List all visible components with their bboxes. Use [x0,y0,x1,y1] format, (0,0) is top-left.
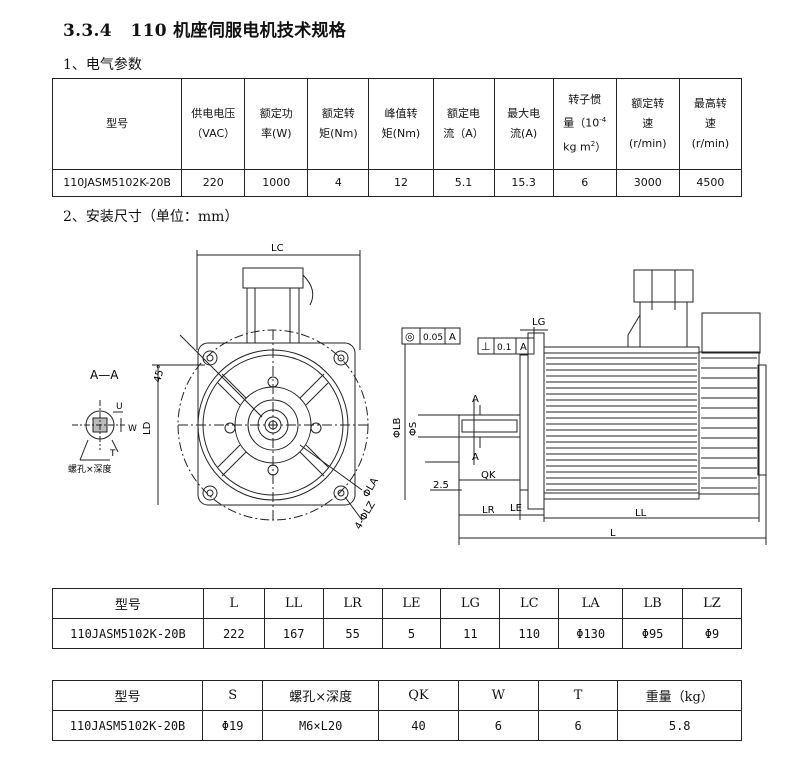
label-2-5: 2.5 [433,480,449,491]
label-l: L [610,528,616,539]
section-number: 3.3.4 [63,21,112,41]
header-cell: T [537,680,619,711]
label-hole-note: 螺孔×深度 [68,463,112,475]
table-cell: Φ130 [558,618,624,649]
header-cell: LG [440,588,501,619]
table-cell: 110 [499,618,560,649]
label-u: U [116,402,123,412]
tol1-symbol: ◎ [405,330,415,343]
table-cell: Φ95 [622,618,684,649]
header-cell: 额定转速(r/min) [615,78,680,170]
header-cell: LA [558,588,624,619]
table-cell: 5 [381,618,442,649]
header-cell: W [457,680,539,711]
table-row: 110JASM5102K-20B 222 167 55 5 11 110 Φ13… [52,618,742,649]
table-cell: 4 [307,169,370,197]
header-cell: 峰值转矩(Nm) [368,78,434,170]
shaft-weight-table: 型号 S 螺孔×深度 QK W T 重量（kg） 110JASM5102K-20… [52,680,742,741]
electrical-params-table: 型号 供电电压（VAC） 额定功率(W) 额定转矩(Nm) 峰值转矩(Nm) 额… [51,78,743,197]
label-lc: LC [271,243,284,254]
table-cell: 1000 [244,169,309,197]
header-cell: 最大电流(A) [493,78,554,170]
table-cell: Φ9 [682,618,742,649]
table-cell: 110JASM5102K-20B [52,710,203,741]
label-a-top: A [472,394,479,405]
table-cell: 15.3 [493,169,554,197]
table-cell: 55 [322,618,383,649]
header-cell: LC [499,588,560,619]
label-w: W [128,424,137,434]
dimension-table: 型号 L LL LR LE LG LC LA LB LZ 110JASM5102… [52,588,742,649]
section-title: 3.3.4 110 机座伺服电机技术规格 [63,16,346,41]
table-row: 110JASM5102K-20B 220 1000 4 12 5.1 15.3 … [51,169,743,197]
label-lb: ΦLB [392,418,403,438]
motor-dimension-drawing: LC 45° LD ΦLA 4-ΦLZ A—A U W T 螺孔×深度 ◎ 0.… [68,243,767,545]
table-cell: Φ19 [201,710,264,741]
header-cell: 额定电流（A） [432,78,495,170]
header-cell: 最高转速(r/min) [678,78,743,170]
table-cell: 5.8 [617,710,742,741]
label-s: ΦS [408,422,419,436]
table-cell: 167 [263,618,324,649]
header-cell: QK [377,680,459,711]
table-cell: 110JASM5102K-20B [51,169,183,197]
subsection-dimensions: 2、安装尺寸（单位：mm） [63,209,239,225]
label-la: ΦLA [361,476,381,499]
header-cell: 型号 [51,78,183,170]
header-cell: LL [263,588,324,619]
tol1-value: 0.05 [423,333,443,343]
label-qk: QK [481,470,496,481]
header-cell: L [202,588,265,619]
tol2-symbol: ⊥ [481,340,491,353]
table-header-row: 型号 L LL LR LE LG LC LA LB LZ [52,588,742,619]
header-cell: LE [381,588,442,619]
table-cell: 4500 [678,169,743,197]
label-lg: LG [532,317,545,328]
label-lr: LR [482,505,495,516]
label-ll: LL [635,508,647,519]
label-a-bottom: A [472,452,479,463]
tol2-value: 0.1 [497,343,511,353]
tol2-ref: A [520,342,527,353]
label-section-aa: A—A [90,368,119,382]
table-cell: 11 [440,618,501,649]
table-cell: 5.1 [432,169,495,197]
table-cell: 6 [552,169,617,197]
header-cell: LZ [682,588,742,619]
section-title-text: 110 机座伺服电机技术规格 [130,21,347,41]
table-cell: 6 [537,710,619,741]
label-ld: LD [142,421,153,435]
table-cell: 110JASM5102K-20B [52,618,204,649]
table-cell: 222 [202,618,265,649]
subsection-electrical: 1、电气参数 [63,57,142,73]
header-cell: LR [322,588,383,619]
header-cell: 重量（kg） [617,680,742,711]
header-cell: 螺孔×深度 [262,680,379,711]
header-cell: LB [622,588,684,619]
label-angle: 45° [152,364,167,384]
label-t: T [109,449,116,459]
header-cell: 型号 [52,588,204,619]
table-cell: 12 [368,169,434,197]
table-header-row: 型号 供电电压（VAC） 额定功率(W) 额定转矩(Nm) 峰值转矩(Nm) 额… [51,78,743,170]
header-cell: 型号 [52,680,203,711]
table-header-row: 型号 S 螺孔×深度 QK W T 重量（kg） [52,680,742,711]
header-cell: S [201,680,264,711]
table-cell: M6×L20 [262,710,379,741]
table-cell: 220 [181,169,246,197]
table-cell: 6 [457,710,539,741]
tol1-ref: A [449,332,456,343]
header-cell: 额定功率(W) [244,78,309,170]
table-row: 110JASM5102K-20B Φ19 M6×L20 40 6 6 5.8 [52,710,742,741]
label-le: LE [510,503,522,514]
table-cell: 3000 [615,169,680,197]
label-lz: 4-ΦLZ [353,500,378,532]
table-cell: 40 [377,710,459,741]
